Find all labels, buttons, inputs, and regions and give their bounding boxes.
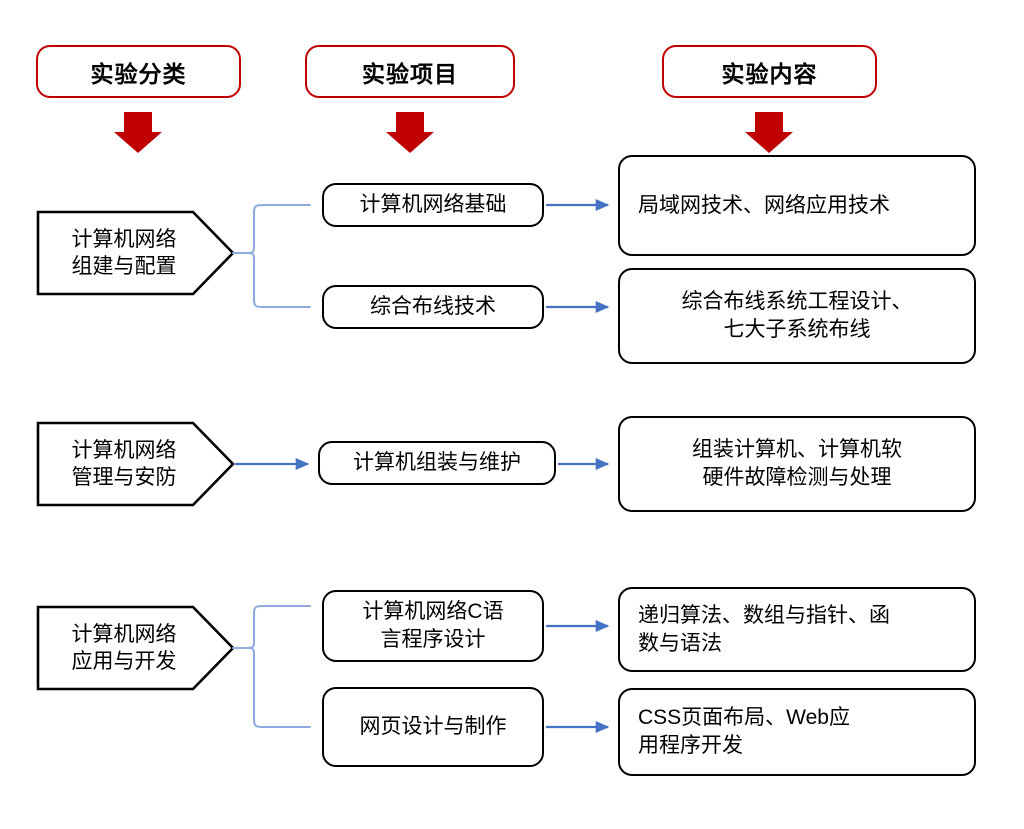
- brace-connector-row1: [231, 203, 312, 309]
- project-box-structured-cabling: 综合布线技术: [322, 285, 544, 329]
- header-box-category: 实验分类: [36, 45, 241, 98]
- category-label-network-manage: 计算机网络 管理与安防: [71, 438, 177, 489]
- content-box-structured-cabling: 综合布线系统工程设计、 七大子系统布线: [618, 268, 976, 364]
- arrow-down-icon-project: [386, 112, 434, 153]
- project-box-c-language: 计算机网络C语 言程序设计: [322, 590, 544, 662]
- content-box-c-language: 递归算法、数组与指针、函 数与语法: [618, 587, 976, 672]
- header-box-content: 实验内容: [662, 45, 877, 98]
- header-box-project: 实验项目: [305, 45, 515, 98]
- arrow-down-icon-content: [745, 112, 793, 153]
- category-label-network-build: 计算机网络 组建与配置: [71, 227, 177, 278]
- project-box-web-design: 网页设计与制作: [322, 687, 544, 767]
- header-label-project: 实验项目: [362, 60, 458, 87]
- content-box-network-basics: 局域网技术、网络应用技术: [618, 155, 976, 256]
- header-label-content: 实验内容: [721, 60, 818, 87]
- project-box-pc-assembly: 计算机组装与维护: [318, 441, 556, 485]
- category-label-network-app: 计算机网络 应用与开发: [71, 622, 177, 673]
- content-box-pc-assembly: 组装计算机、计算机软 硬件故障检测与处理: [618, 416, 976, 512]
- arrow-down-icon-category: [114, 112, 162, 153]
- brace-connector-row3: [231, 604, 312, 729]
- content-box-web-design: CSS页面布局、Web应 用程序开发: [618, 688, 976, 776]
- header-label-category: 实验分类: [90, 60, 187, 87]
- project-box-network-basics: 计算机网络基础: [322, 183, 544, 227]
